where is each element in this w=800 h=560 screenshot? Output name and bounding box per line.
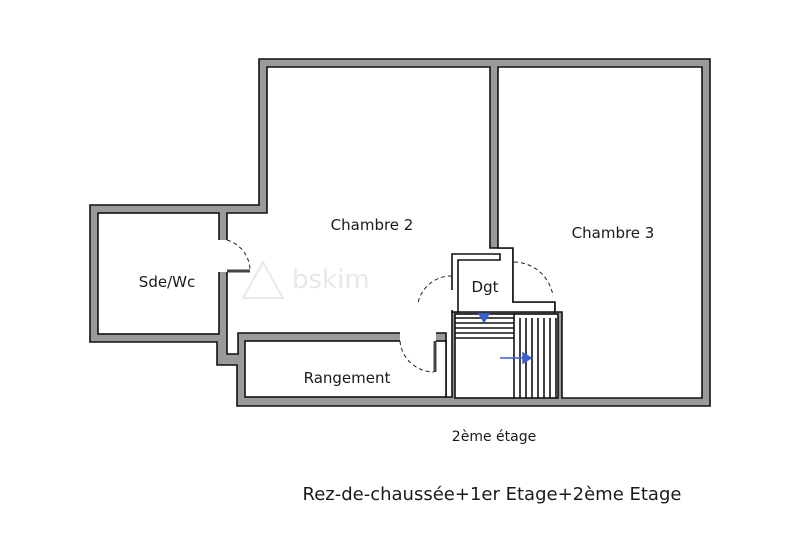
door-swing-rangement — [399, 340, 435, 373]
stair-well — [454, 313, 559, 399]
door-gap-dgt-left — [440, 290, 454, 310]
door-swing-dgt-left — [417, 275, 453, 304]
plan-caption: Rez-de-chaussée+1er Etage+2ème Etage — [303, 484, 682, 505]
room-rangement — [244, 340, 447, 398]
room-label-sde-wc: Sde/Wc — [139, 273, 195, 291]
room-sde-wc — [97, 212, 220, 335]
partition-dgt — [451, 253, 501, 313]
stair-arrow-right-icon — [522, 351, 533, 365]
door-gap-rangement — [400, 332, 436, 342]
stair-arrow-down-icon — [477, 313, 491, 324]
floor-label: 2ème étage — [452, 429, 536, 445]
room-label-dgt: Dgt — [472, 278, 499, 296]
room-label-chambre-2: Chambre 2 — [331, 216, 414, 234]
room-chambre-3 — [497, 66, 703, 399]
watermark: bskim — [241, 259, 370, 299]
room-label-rangement: Rangement — [304, 369, 391, 387]
room-label-chambre-3: Chambre 3 — [572, 224, 655, 242]
watermark-text: bskim — [292, 265, 370, 295]
door-swing-sde — [226, 239, 251, 271]
stair-flight-horizontal — [455, 317, 514, 339]
door-gap-sde — [218, 240, 228, 272]
door-swing-dgt-right — [513, 261, 554, 297]
